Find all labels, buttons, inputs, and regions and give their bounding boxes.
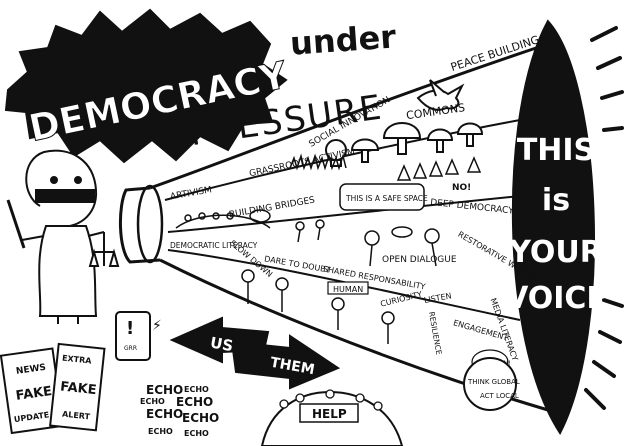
bridge-figures bbox=[175, 209, 325, 243]
mushroom-icons bbox=[350, 122, 484, 163]
voice-is: is bbox=[542, 183, 570, 218]
label-think-global: THINK GLOBAL bbox=[467, 378, 520, 386]
dialogue-figures bbox=[364, 226, 440, 267]
label-alert: ALERT bbox=[62, 410, 91, 422]
megaphone-mouthpiece bbox=[118, 186, 161, 264]
label-open-dialogue: OPEN DIALOGUE bbox=[382, 255, 457, 265]
lady-justice-figure bbox=[6, 149, 120, 324]
us-arrow bbox=[169, 316, 270, 364]
echo-1: ECHO bbox=[146, 383, 183, 397]
label-fake-right: FAKE bbox=[59, 379, 97, 398]
them-arrow bbox=[230, 334, 341, 390]
tree-icons bbox=[396, 156, 482, 181]
label-democratic-literacy: DEMOCRATIC LITERACY bbox=[170, 241, 258, 250]
label-commons: COMMONS bbox=[405, 101, 465, 122]
echo-6: ECHO bbox=[182, 411, 219, 425]
grass-icon bbox=[289, 153, 347, 171]
megaphone-lane-3 bbox=[167, 249, 521, 321]
globe-icon: THINK GLOBAL ACT LOCAL bbox=[463, 357, 520, 411]
echo-5: ECHO bbox=[146, 407, 183, 421]
label-curiosity: CURIOSITY bbox=[379, 290, 423, 309]
title-under: under bbox=[289, 17, 398, 62]
echo-2: ECHO bbox=[184, 385, 209, 394]
lightning-icon: ⚡ bbox=[152, 318, 162, 334]
label-them: THEM bbox=[269, 355, 316, 379]
earth-icon: HELP bbox=[260, 389, 404, 446]
label-us: US bbox=[209, 333, 235, 355]
label-human: HUMAN bbox=[333, 285, 363, 294]
svg-text:!: ! bbox=[126, 318, 134, 339]
voice-text: THIS is YOUR VOICE bbox=[505, 133, 607, 316]
voice-voice: VOICE bbox=[505, 281, 607, 316]
echo-3: ECHO bbox=[140, 397, 165, 406]
label-safe-space: THIS IS A SAFE SPACE bbox=[345, 194, 428, 203]
sound-lines bbox=[584, 26, 624, 410]
newspapers: NEWS FAKE UPDATE EXTRA FAKE ALERT bbox=[0, 342, 106, 435]
voice-your: YOUR bbox=[508, 235, 603, 270]
label-news: NEWS bbox=[15, 363, 46, 377]
megaphone-lane-2 bbox=[167, 195, 521, 233]
echo-8: ECHO bbox=[184, 429, 209, 438]
label-peace-building: PEACE BUILDING bbox=[449, 33, 541, 74]
safe-space-sign: THIS IS A SAFE SPACE bbox=[339, 183, 428, 211]
voice-this: THIS bbox=[517, 133, 595, 168]
label-artivism: ARTIVISM bbox=[169, 185, 212, 202]
dove-icon bbox=[416, 79, 465, 111]
phone-text: GRR bbox=[124, 345, 137, 352]
megaphone-top-edge bbox=[149, 42, 549, 190]
phone-icon: ! GRR bbox=[115, 311, 151, 361]
label-fake-left: FAKE bbox=[15, 384, 53, 404]
label-extra: EXTRA bbox=[62, 354, 93, 366]
lane3-figures bbox=[241, 269, 395, 344]
us-them-arrow: US THEM bbox=[169, 316, 341, 390]
echo-4: ECHO bbox=[176, 395, 213, 409]
label-act-local: ACT LOCAL bbox=[480, 392, 519, 400]
megaphone-mouthpiece-ring bbox=[136, 184, 164, 264]
label-no: NO! bbox=[452, 183, 471, 193]
label-help: HELP bbox=[312, 407, 347, 421]
label-resilience: RESILIENCE bbox=[427, 311, 443, 356]
megaphone-bell bbox=[511, 19, 595, 435]
echo-7: ECHO bbox=[148, 427, 173, 436]
echo-chamber: ECHO ECHO ECHO ECHO ECHO ECHO ECHO ECHO bbox=[140, 383, 219, 438]
human-sign: HUMAN bbox=[327, 281, 369, 295]
